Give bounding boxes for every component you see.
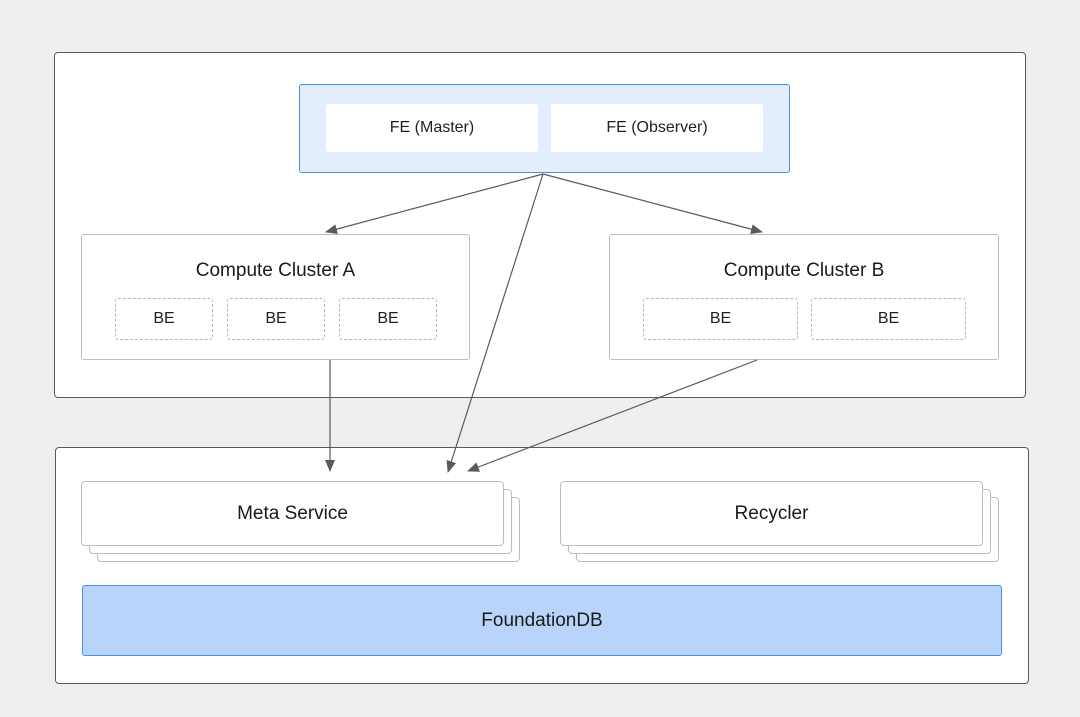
fe-master-label: FE (Master) <box>389 119 475 136</box>
be-label: BE <box>153 310 175 327</box>
compute-cluster-b-title: Compute Cluster B <box>723 260 885 281</box>
be-label: BE <box>709 310 732 327</box>
foundationdb-node: FoundationDB <box>82 585 1002 656</box>
be-label: BE <box>877 310 900 327</box>
compute-cluster-a-title: Compute Cluster A <box>195 260 356 281</box>
fe-observer-label: FE (Observer) <box>606 119 708 136</box>
be-node: BE <box>115 298 213 340</box>
meta-service-node: Meta Service <box>81 481 504 546</box>
be-node: BE <box>811 298 966 340</box>
be-node: BE <box>643 298 798 340</box>
fe-master-node: FE (Master) <box>326 104 538 152</box>
foundationdb-label: FoundationDB <box>481 609 603 631</box>
be-label: BE <box>265 310 287 327</box>
fe-observer-node: FE (Observer) <box>551 104 763 152</box>
meta-service-label: Meta Service <box>237 502 348 524</box>
be-node: BE <box>227 298 325 340</box>
compute-cluster-a: Compute Cluster A <box>81 234 470 360</box>
be-label: BE <box>377 310 399 327</box>
compute-cluster-b: Compute Cluster B <box>609 234 999 360</box>
recycler-node: Recycler <box>560 481 983 546</box>
recycler-label: Recycler <box>734 502 809 524</box>
be-node: BE <box>339 298 437 340</box>
